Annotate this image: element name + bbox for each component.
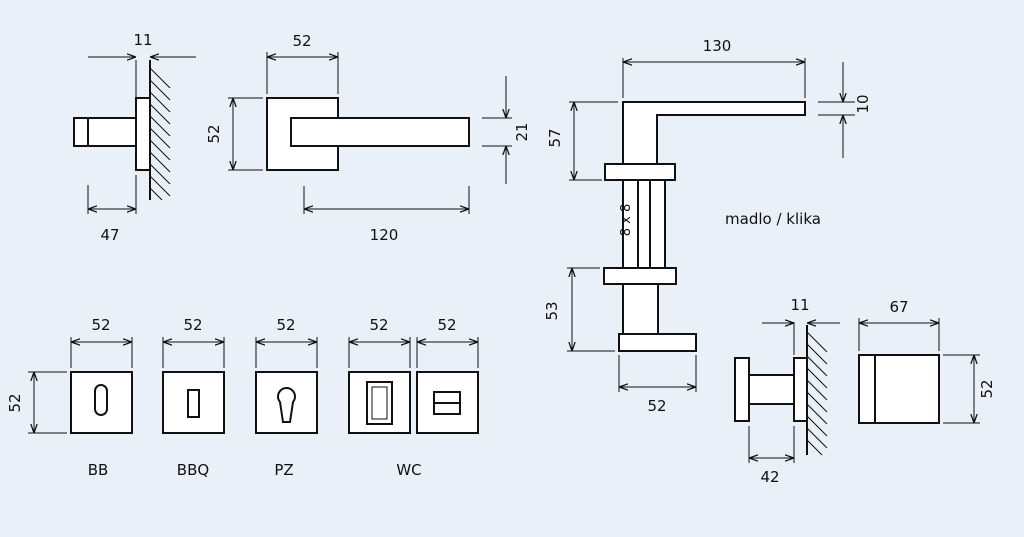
rose-side (135, 97, 151, 171)
handle-end-side (73, 117, 137, 147)
dim-52-rose-h: 52 (205, 124, 223, 143)
lever-top (622, 101, 806, 165)
label-bbq: BBQ (177, 461, 209, 479)
wall-hatch (149, 67, 171, 201)
dim-53: 53 (543, 301, 561, 320)
knob-front-view: 67 52 (858, 298, 996, 424)
dim-52-pz: 52 (276, 316, 295, 334)
dim-57: 57 (546, 128, 564, 147)
escutcheon-bbq: 52 BBQ (162, 316, 225, 479)
knob-neck (748, 374, 795, 405)
bbq-slot (187, 389, 200, 418)
dim-52-wc2: 52 (437, 316, 456, 334)
rose-lower (603, 267, 677, 285)
handle-front-view: 52 52 120 21 (205, 32, 531, 244)
dim-52-esc-h: 52 (6, 393, 24, 412)
dim-11-knob: 11 (790, 296, 809, 314)
dim-52-bbq: 52 (183, 316, 202, 334)
dim-52-rose-w: 52 (292, 32, 311, 50)
lower-neck (622, 283, 659, 335)
handle-top-view: 8 x 8 130 10 57 53 52 (543, 37, 872, 415)
wc-indicator-outer (366, 381, 393, 425)
knob-wall-hatch (806, 331, 828, 456)
label-bb: BB (88, 461, 109, 479)
dim-21: 21 (513, 122, 531, 141)
escutcheon-bb: 52 52 BB (6, 316, 133, 479)
madlo-klika-label: madlo / klika (725, 210, 821, 228)
dim-42: 42 (760, 468, 779, 486)
dim-11-top: 11 (133, 31, 152, 49)
dim-130: 130 (703, 37, 732, 55)
dim-52-wc1: 52 (369, 316, 388, 334)
handle-side-view: 11 47 (73, 31, 196, 244)
rose-upper (604, 163, 676, 181)
spindle-8x8 (637, 179, 651, 269)
escutcheon-pz: 52 PZ (255, 316, 318, 479)
label-wc: WC (396, 461, 421, 479)
dim-10: 10 (854, 94, 872, 113)
spindle-right-bar (649, 179, 666, 269)
bb-keyhole (94, 384, 108, 416)
knob-side-view: 11 42 (734, 296, 840, 486)
knob-head-side (734, 357, 750, 422)
dim-52-bb: 52 (91, 316, 110, 334)
dim-52-handle: 52 (647, 397, 666, 415)
label-pz: PZ (274, 461, 293, 479)
dim-67: 67 (889, 298, 908, 316)
knob-front (858, 354, 940, 424)
knob-rose-side (793, 357, 808, 422)
dim-52-knob: 52 (978, 379, 996, 398)
wc-indicator-inner (371, 386, 388, 420)
escutcheon-wc: 52 52 WC (348, 316, 479, 479)
lever-front (290, 117, 470, 147)
lower-plate (618, 333, 697, 352)
dim-8x8: 8 x 8 (619, 204, 634, 237)
pz-cylinder-hole (277, 387, 296, 423)
dim-120: 120 (370, 226, 399, 244)
dim-47: 47 (100, 226, 119, 244)
